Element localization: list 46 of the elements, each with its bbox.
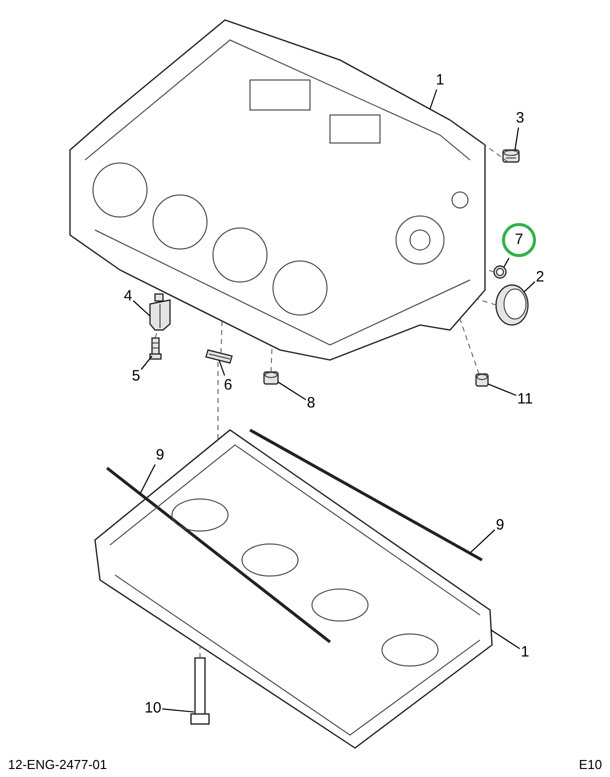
leader-line xyxy=(162,708,194,713)
leader-line xyxy=(504,258,510,268)
leader-line xyxy=(470,529,496,554)
seal-drawing xyxy=(495,284,529,326)
dowel-drawing xyxy=(502,149,520,163)
bolt-drawing xyxy=(149,337,162,360)
highlighted-callout-number: 7 xyxy=(502,223,536,257)
callout-number: 1 xyxy=(436,72,444,88)
page-reference: E10 xyxy=(578,757,602,772)
leader-line xyxy=(490,630,520,650)
engine-block-drawing xyxy=(69,19,486,361)
leader-line xyxy=(524,281,536,292)
alignment-line xyxy=(482,142,508,162)
alignment-line xyxy=(270,346,272,372)
gasket-strip-drawing xyxy=(249,428,483,562)
leader-line xyxy=(488,384,516,396)
callout-number: 9 xyxy=(156,446,164,464)
alignment-line xyxy=(484,268,494,272)
dowel-drawing xyxy=(263,371,279,385)
callout-number: 1 xyxy=(520,644,530,660)
callout-number: 5 xyxy=(132,368,140,384)
callout-number: 11 xyxy=(517,390,533,408)
o-ring-drawing xyxy=(493,265,507,279)
callout-number: 6 xyxy=(224,376,232,394)
callout-number: 9 xyxy=(496,516,504,534)
leader-line xyxy=(429,89,438,110)
pin-drawing xyxy=(205,349,233,364)
leader-line xyxy=(218,360,226,376)
leader-line xyxy=(278,382,306,400)
callout-number: 2 xyxy=(536,268,544,286)
leader-line xyxy=(140,356,152,370)
callout-number: 3 xyxy=(516,110,524,126)
leader-line xyxy=(514,127,520,150)
bedplate-drawing xyxy=(94,429,493,749)
callout-number: 4 xyxy=(124,288,132,304)
bolt-drawing xyxy=(190,657,210,725)
dowel-drawing xyxy=(475,373,489,387)
alignment-line xyxy=(476,298,496,306)
drawing-number: 12-ENG-2477-01 xyxy=(8,757,107,772)
sensor-drawing xyxy=(149,293,171,331)
leader-line xyxy=(132,300,150,316)
alignment-line xyxy=(460,318,480,374)
alignment-line xyxy=(220,320,222,354)
callout-number: 10 xyxy=(144,700,162,716)
leader-line xyxy=(140,464,156,494)
callout-number: 8 xyxy=(306,394,316,412)
